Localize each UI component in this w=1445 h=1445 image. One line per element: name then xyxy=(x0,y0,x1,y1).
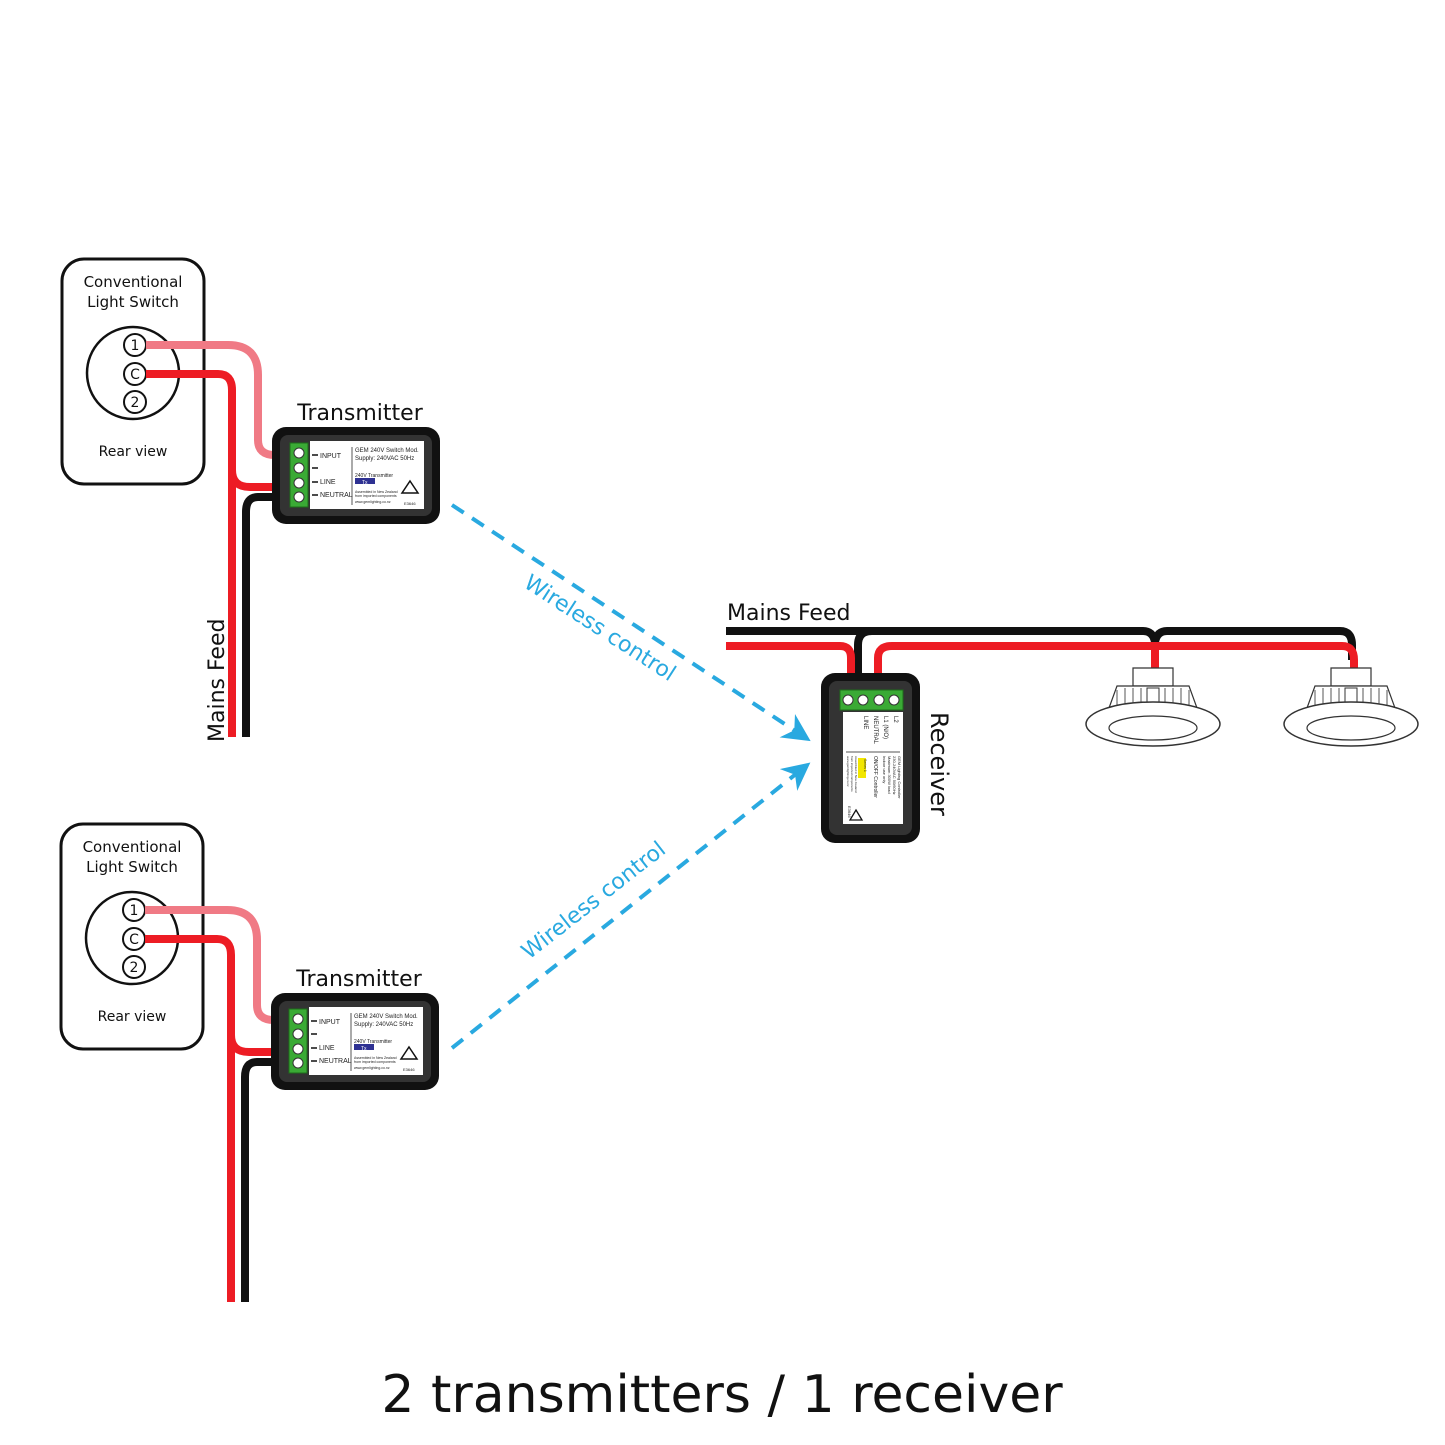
diagram-title: 2 transmitters / 1 receiver xyxy=(381,1365,1063,1425)
transmitter-label: Transmitter xyxy=(296,401,423,426)
terminal-label: C xyxy=(129,932,139,948)
assembly-text: Assembled in New Zealand xyxy=(355,490,398,494)
terminal-label: LINE xyxy=(319,1045,335,1052)
tx-badge: Tx xyxy=(361,1046,367,1052)
wires-group-1 xyxy=(146,341,276,737)
receiver-label: Receiver xyxy=(925,712,953,816)
switch-view-label: Rear view xyxy=(99,444,168,460)
website-text: www.gemlighting.co.nz xyxy=(354,1066,390,1070)
load-text: Maximum 300W load xyxy=(887,756,892,794)
terminal-label: C xyxy=(130,367,140,383)
cert-text: E3646 xyxy=(847,806,852,818)
wireless-links xyxy=(450,503,811,1050)
wires-receiver xyxy=(726,627,1358,673)
transmitter-1: Transmitter INPUT LINE NEUTRAL GEM 240V … xyxy=(271,401,441,525)
terminal-label: INPUT xyxy=(320,453,342,460)
switch-title: Conventional xyxy=(84,273,183,291)
assembly-text: Assembled in New Zealand xyxy=(854,756,858,793)
supply-text: 230-240VAC 50/60Hz xyxy=(892,756,897,795)
model-text: GEM 240V Switch Mod. xyxy=(355,448,419,454)
transmitter-2: Transmitter INPUT LINE NEUTRAL GEM 240V … xyxy=(270,967,440,1091)
assembly-text: from imported components xyxy=(355,494,397,498)
terminal-label: INPUT xyxy=(319,1019,341,1026)
receiver: L2 L1 (N/O) NEUTRAL LINE GEM Lighting Co… xyxy=(821,673,953,843)
type-text: 240V Transmitter xyxy=(355,473,393,479)
assembly-text: from imported components xyxy=(354,1060,396,1064)
wireless-label-2: Wireless control xyxy=(517,837,671,965)
terminal-label: 1 xyxy=(131,338,140,354)
indoor-text: Indoor use only xyxy=(882,756,887,783)
switch-title: Light Switch xyxy=(87,293,179,311)
light-switch-1: Conventional Light Switch 1 C 2 Rear vie… xyxy=(60,257,206,486)
terminal-label: 1 xyxy=(130,903,139,919)
downlight-1 xyxy=(1085,667,1221,747)
terminal-label: NEUTRAL xyxy=(320,492,353,499)
terminal-label: 2 xyxy=(130,960,139,976)
terminal-label: LINE xyxy=(862,716,868,729)
switch-view-label: Rear view xyxy=(98,1009,167,1025)
model-text: GEM 240V Switch Mod. xyxy=(354,1014,418,1020)
cert-text: E3646 xyxy=(403,1067,415,1072)
wireless-label-1: Wireless control xyxy=(519,570,680,686)
website-text: www.gemlighting.co.nz xyxy=(846,756,850,787)
tx-badge: Tx xyxy=(362,480,368,486)
model-text: GEM Lighting Controller xyxy=(897,756,902,799)
downlight-2 xyxy=(1283,667,1419,747)
type-text: 240V Transmitter xyxy=(354,1039,392,1045)
mains-feed-label: Mains Feed xyxy=(205,619,230,742)
cert-text: E3646 xyxy=(404,501,416,506)
assembly-text: from imported components xyxy=(850,756,854,792)
website-text: www.gemlighting.co.nz xyxy=(355,500,391,504)
wireless-arrow-2 xyxy=(450,762,811,1050)
light-switch-2: Conventional Light Switch 1 C 2 Rear vie… xyxy=(59,822,205,1051)
terminal-label: 2 xyxy=(131,395,140,411)
assembly-text: Assembled in New Zealand xyxy=(354,1056,397,1060)
terminal-label: L2 xyxy=(892,716,898,723)
switch-title: Conventional xyxy=(83,838,182,856)
supply-text: Supply: 240VAC 50Hz xyxy=(354,1022,413,1028)
supply-text: Supply: 240VAC 50Hz xyxy=(355,456,414,462)
switch-title: Light Switch xyxy=(86,858,178,876)
mains-feed-label: Mains Feed xyxy=(727,601,850,626)
terminal-label: NEUTRAL xyxy=(319,1058,352,1065)
transmitter-label: Transmitter xyxy=(295,967,422,992)
terminal-label: LINE xyxy=(320,479,336,486)
terminal-label: L1 (N/O) xyxy=(882,716,888,739)
terminal-label: NEUTRAL xyxy=(872,716,878,745)
type-text: ON/OFF Controller xyxy=(872,756,878,798)
wires-group-2 xyxy=(145,906,275,1302)
rx-badge: Series 1 xyxy=(863,759,867,772)
